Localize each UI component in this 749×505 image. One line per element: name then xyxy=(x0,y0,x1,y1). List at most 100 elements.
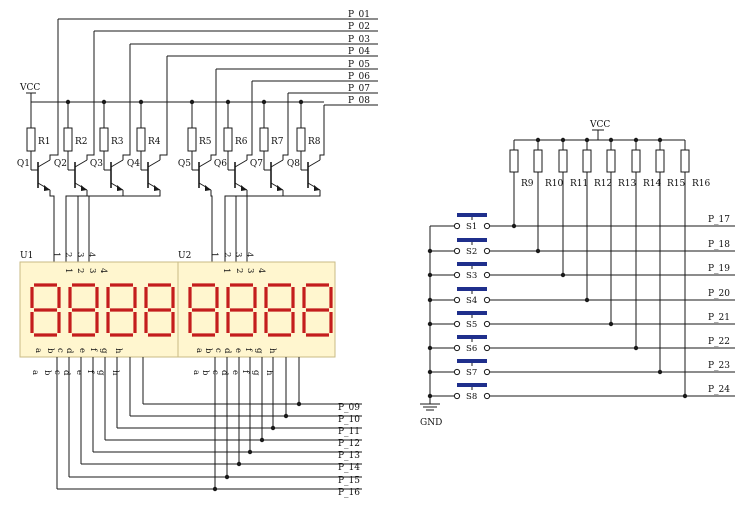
resistor-r7 xyxy=(259,127,269,152)
resistor-label-r2: R2 xyxy=(75,137,88,147)
key-net-label-p_21: P_21 xyxy=(708,313,730,323)
segment-pin-label: b xyxy=(203,348,213,354)
switch-terminal-right-5 xyxy=(483,320,491,328)
switch-label-s8: S8 xyxy=(466,392,477,402)
switch-terminal-right-1 xyxy=(483,222,491,230)
segment-pin-label: c xyxy=(213,348,223,353)
segment-pin-label: a xyxy=(194,348,204,353)
segment-pin-label: f xyxy=(88,348,98,352)
emitter-arrow-7 xyxy=(277,185,283,191)
switch-label-s1: S1 xyxy=(466,222,477,232)
bus-junction-8 xyxy=(212,486,218,492)
key-net-label-p_18: P_18 xyxy=(708,240,730,250)
digit-u1-4 xyxy=(144,283,175,337)
emitter-to-digit-4 xyxy=(88,190,161,262)
resistor-r8 xyxy=(296,127,306,152)
resistor-label-r11: R11 xyxy=(570,179,588,189)
digit-pin-outer-label: 4 xyxy=(244,252,254,257)
bus-label-p_15: P_15 xyxy=(338,476,360,486)
switch-cap-s2 xyxy=(457,238,487,242)
resistor-r6 xyxy=(223,127,233,152)
switch-cap-s4 xyxy=(457,287,487,291)
segment-pin-outer-label: h xyxy=(264,370,274,376)
segment-pin-outer-label: b xyxy=(200,370,210,376)
switch-cap-s7 xyxy=(457,359,487,363)
segment-pin-outer-label: f xyxy=(240,370,250,374)
resistor-r12 xyxy=(582,149,592,173)
segment-pin-outer-label: g xyxy=(251,370,261,376)
key-net-label-p_22: P_22 xyxy=(708,337,730,347)
resistor-label-r9: R9 xyxy=(521,179,534,189)
transistor-label-q7: Q7 xyxy=(250,159,263,169)
collector-5 xyxy=(198,159,212,168)
transistor-label-q3: Q3 xyxy=(90,159,103,169)
display-section: U111223344aabbccddeeffgghhU211223344aabb… xyxy=(19,251,336,376)
segment-pin-label: d xyxy=(64,348,74,354)
switch-label-s4: S4 xyxy=(466,296,477,306)
emitter-arrow-5 xyxy=(205,185,211,191)
emitter-to-digit-5 xyxy=(210,190,213,262)
bus-junction-6 xyxy=(236,461,242,467)
gnd-junction-2 xyxy=(427,248,433,254)
digit-pin-label: 2 xyxy=(75,268,85,273)
emitter-arrow-6 xyxy=(241,185,247,191)
collector-4 xyxy=(147,159,161,168)
digit-pin-label: 3 xyxy=(245,268,255,273)
resistor-label-r7: R7 xyxy=(271,137,284,147)
key-net-label-p_20: P_20 xyxy=(708,289,730,299)
collector-to-p_04 xyxy=(159,56,168,160)
segment-pin-outer-label: e xyxy=(230,370,240,375)
bus-junction-4 xyxy=(259,437,265,443)
switch-cap-s8 xyxy=(457,383,487,387)
keypad-section: VCCR9P_17R10P_18R11P_19R12P_20R13P_21R14… xyxy=(420,120,735,428)
bus-label-p_14: P_14 xyxy=(338,463,360,473)
switch-cap-s3 xyxy=(457,262,487,266)
gnd-junction-3 xyxy=(427,272,433,278)
resistor-r11 xyxy=(558,149,568,173)
segment-pin-outer-label: d xyxy=(219,370,229,376)
resistor-label-r4: R4 xyxy=(148,137,161,147)
emitter-to-digit-8 xyxy=(246,190,321,262)
emitter-arrow-3 xyxy=(117,185,123,191)
collector-to-p_08 xyxy=(319,105,325,160)
bus-junction-7 xyxy=(224,474,230,480)
resistor-label-r14: R14 xyxy=(643,179,662,189)
key-net-label-p_24: P_24 xyxy=(708,385,730,395)
transistor-label-q2: Q2 xyxy=(54,159,67,169)
resistor-r3 xyxy=(99,127,109,152)
resistor-r13 xyxy=(606,149,616,173)
gnd-junction-7 xyxy=(427,369,433,375)
emitter-arrow-2 xyxy=(81,185,87,191)
switch-cap-s1 xyxy=(457,213,487,217)
segment-pin-label: g xyxy=(99,348,109,354)
net-label-p_02: P_02 xyxy=(348,22,370,32)
segment-pin-label: c xyxy=(55,348,65,353)
display-ref-u2: U2 xyxy=(178,251,191,261)
net-label-p_03: P_03 xyxy=(348,35,370,45)
net-label-p_04: P_04 xyxy=(348,47,370,57)
digit-u2-3 xyxy=(264,283,295,337)
digit-pin-outer-label: 1 xyxy=(51,252,61,257)
digit-pin-label: 2 xyxy=(234,268,244,273)
bus-junction-3 xyxy=(270,425,276,431)
switch-terminal-left-1 xyxy=(453,222,461,230)
digit-driver-section: P_01P_02P_03P_04P_05P_06P_07P_08VCCR1Q1R… xyxy=(17,10,378,262)
transistor-label-q6: Q6 xyxy=(214,159,227,169)
resistor-r1 xyxy=(26,127,36,152)
display-ref-u1: U1 xyxy=(20,251,33,261)
switch-cap-s6 xyxy=(457,335,487,339)
switch-terminal-right-7 xyxy=(483,368,491,376)
collector-8 xyxy=(307,159,321,168)
gnd-label: GND xyxy=(420,418,442,428)
digit-pin-outer-label: 2 xyxy=(63,252,73,257)
transistor-label-q5: Q5 xyxy=(178,159,191,169)
gnd-junction-5 xyxy=(427,321,433,327)
emitter-to-digit-1 xyxy=(49,190,55,262)
bus-label-p_16: P_16 xyxy=(338,488,360,498)
vcc-label-right: VCC xyxy=(589,120,610,130)
bus-junction-2 xyxy=(283,413,289,419)
transistor-label-q8: Q8 xyxy=(287,159,300,169)
segment-pin-label: g xyxy=(254,348,264,354)
segment-bus-section: P_09P_10P_11P_12P_13P_14P_15P_16 xyxy=(56,357,362,498)
